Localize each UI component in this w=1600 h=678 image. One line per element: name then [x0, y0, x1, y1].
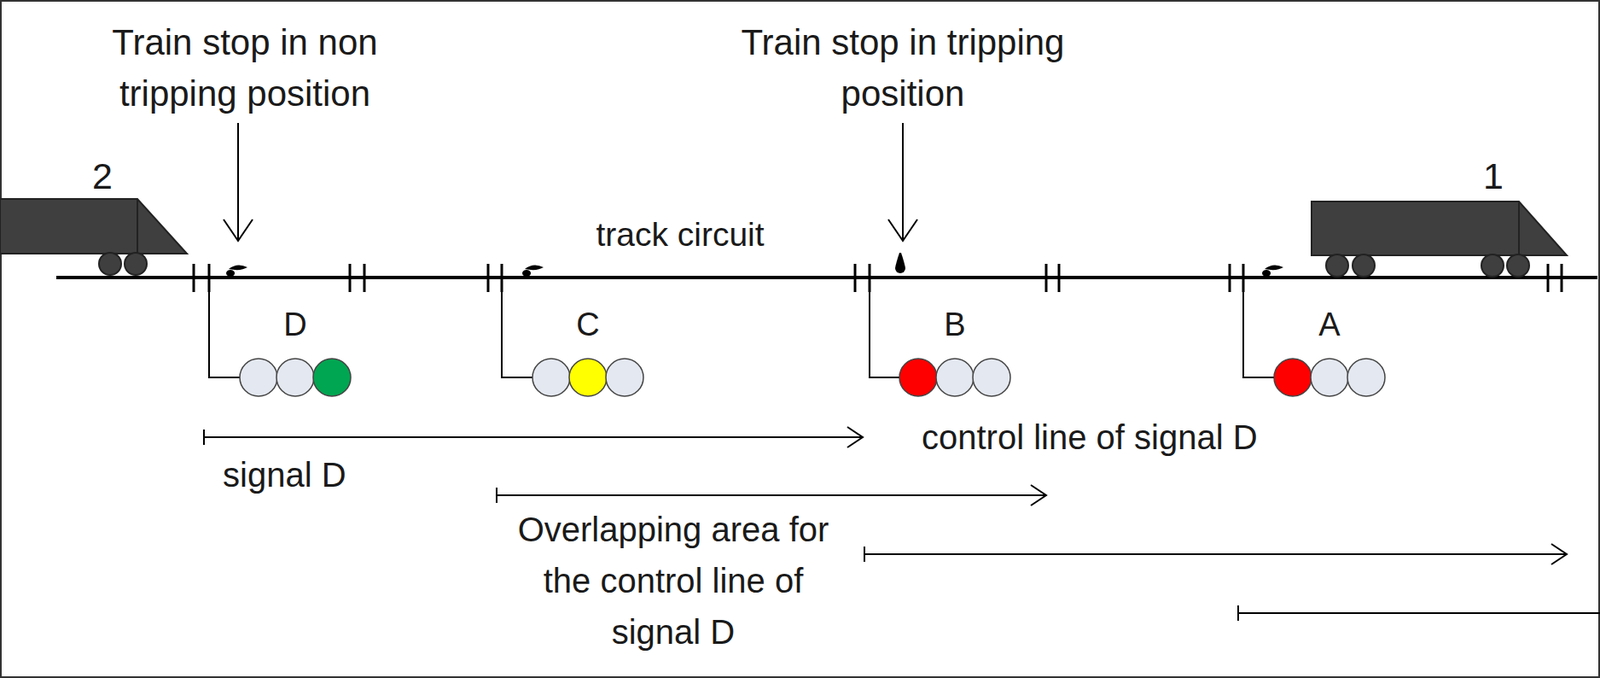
signal-name: B	[943, 305, 966, 344]
pointer-arrows	[223, 122, 918, 241]
callout-label: Train stop in tripping position	[740, 17, 1065, 120]
train-stops	[226, 252, 1284, 277]
signal-name: A	[1318, 305, 1340, 344]
signal-lamps	[239, 358, 1385, 396]
range-label: signal D	[222, 453, 347, 495]
signal-name: C	[576, 305, 600, 344]
train-number: 2	[92, 154, 113, 198]
train-1	[1311, 201, 1567, 277]
signal-posts	[209, 291, 1275, 378]
range-label: Overlapping area for the control line of…	[498, 503, 849, 658]
range-label: control line of signal D	[921, 416, 1258, 458]
track-circuit-label: track circuit	[595, 215, 764, 255]
train-2	[0, 198, 187, 275]
range-arrows	[203, 426, 1600, 621]
callout-label: Train stop in non tripping position	[74, 17, 416, 120]
train-number: 1	[1483, 154, 1504, 198]
signal-name: D	[283, 305, 307, 344]
